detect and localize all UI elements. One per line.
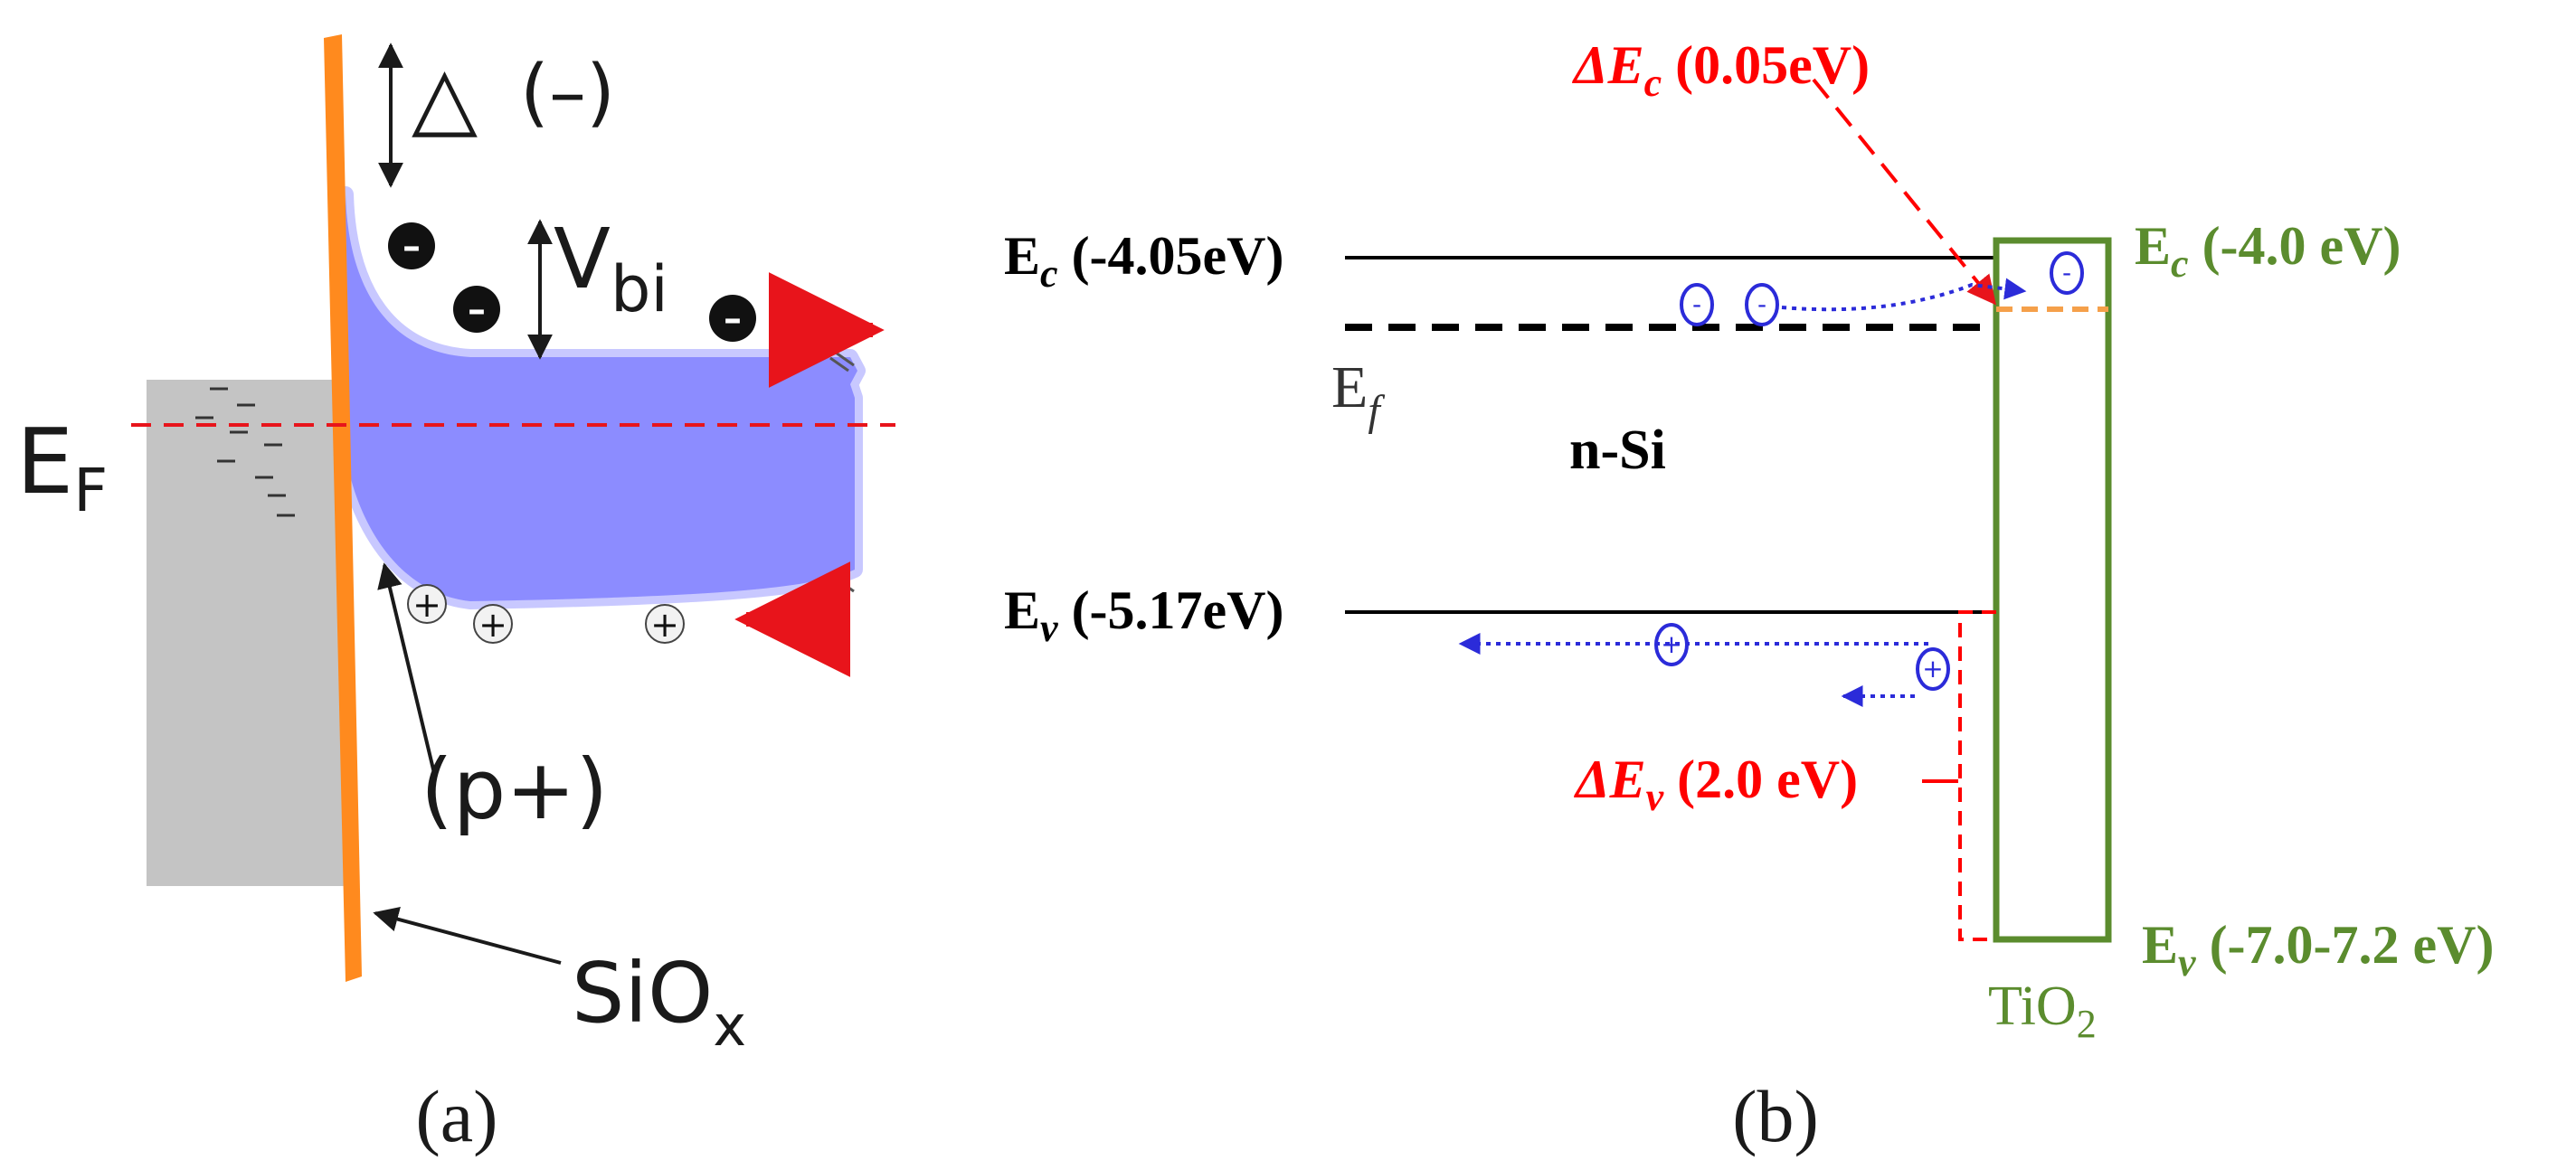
- p-plus-label: (p+): [421, 741, 608, 838]
- caption-b: (b): [1732, 1075, 1819, 1157]
- delta-ev-bracket: [1958, 610, 1996, 941]
- svg-text:–: –: [402, 226, 421, 268]
- svg-text:+: +: [412, 585, 441, 625]
- hole-carrier: +: [1654, 623, 1689, 666]
- panel-a: △ (–) Vbi – – – + +: [16, 34, 895, 1157]
- vbi-label: Vbi: [554, 211, 668, 326]
- si-ec-label: Ec (-4.05eV): [1004, 226, 1283, 296]
- electron-carrier: -: [1680, 283, 1714, 326]
- metal-charges: [195, 387, 295, 517]
- delta-sign: (–): [520, 50, 615, 136]
- svg-text:-: -: [1757, 289, 1766, 319]
- caption-a: (a): [415, 1075, 497, 1157]
- tio2-label: TiO2: [1988, 976, 2097, 1046]
- svg-text:–: –: [724, 298, 742, 340]
- si-ef-label: Ef: [1331, 354, 1385, 435]
- svg-text:+: +: [650, 605, 679, 645]
- n-si-label: n-Si: [1569, 420, 1666, 481]
- hole: +: [407, 584, 447, 625]
- siox-label: SiOx: [572, 945, 746, 1059]
- electron: –: [709, 295, 756, 342]
- svg-text:+: +: [1922, 654, 1943, 684]
- metal-contact: [147, 380, 346, 886]
- electron: –: [388, 222, 435, 269]
- svg-text:+: +: [478, 605, 507, 645]
- ef-label: EF: [16, 409, 108, 525]
- hole-carrier: +: [1916, 647, 1950, 691]
- tio2-bandgap-box: [1993, 237, 2112, 943]
- svg-text:+: +: [1661, 629, 1681, 659]
- p-plus-arrow: [377, 562, 436, 774]
- electron: –: [453, 286, 500, 333]
- svg-text:-: -: [2062, 258, 2071, 288]
- delta-symbol: △: [412, 48, 478, 147]
- svg-text:–: –: [468, 289, 486, 331]
- electron-transfer-arrow: [1781, 278, 2027, 312]
- panel-b: - - - + + Ec (-4.05eV) Ev (-5.17eV) Ef n…: [1004, 35, 2494, 1157]
- electron-carrier: -: [2050, 251, 2084, 295]
- svg-text:-: -: [1692, 289, 1701, 319]
- delta-ev-label: ΔEv (2.0 eV): [1574, 750, 1858, 819]
- tio2-ev-label: Ev (-7.0-7.2 eV): [2142, 915, 2494, 985]
- si-ev-label: Ev (-5.17eV): [1004, 580, 1283, 650]
- delta-ec-arrow: [1812, 78, 1997, 306]
- hole: +: [473, 604, 513, 645]
- electron-carrier: -: [1745, 283, 1779, 326]
- siox-arrow: [373, 907, 562, 965]
- silicon-band: [346, 194, 857, 601]
- hole: +: [645, 604, 685, 645]
- tio2-ec-label: Ec (-4.0 eV): [2135, 216, 2401, 286]
- siox-layer: [324, 34, 362, 982]
- delta-ec-label: ΔEc (0.05eV): [1572, 35, 1870, 105]
